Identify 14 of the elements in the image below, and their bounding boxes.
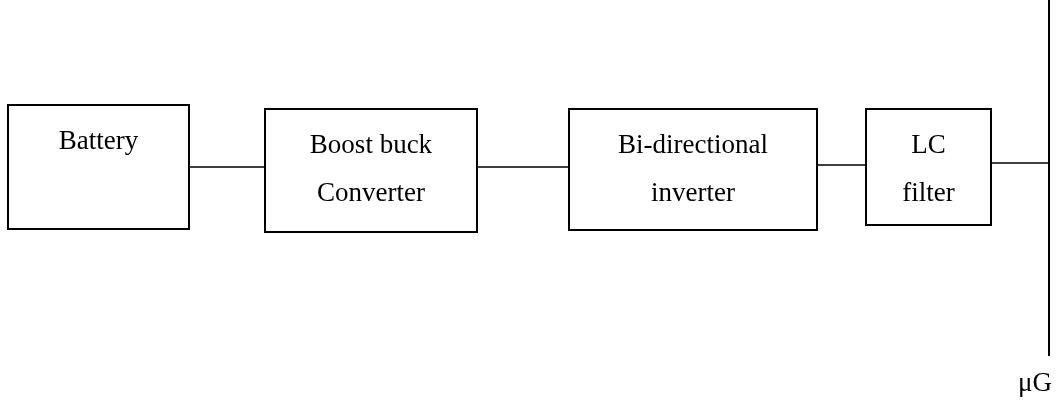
connector-line — [189, 166, 265, 168]
process-box — [865, 108, 992, 226]
box-label: Boost buck Converter — [308, 128, 434, 209]
process-box — [264, 108, 478, 233]
connector-line — [477, 166, 569, 168]
process-box — [568, 108, 818, 231]
process-box — [7, 104, 190, 230]
box-label: Battery — [57, 124, 140, 157]
box-label: Bi-directional inverter — [617, 128, 769, 209]
box-label: LC filter — [901, 128, 956, 209]
bus-label: μG — [1018, 367, 1052, 398]
bus-line — [1048, 0, 1050, 356]
connector-line — [991, 162, 1049, 164]
connector-line — [817, 164, 866, 166]
